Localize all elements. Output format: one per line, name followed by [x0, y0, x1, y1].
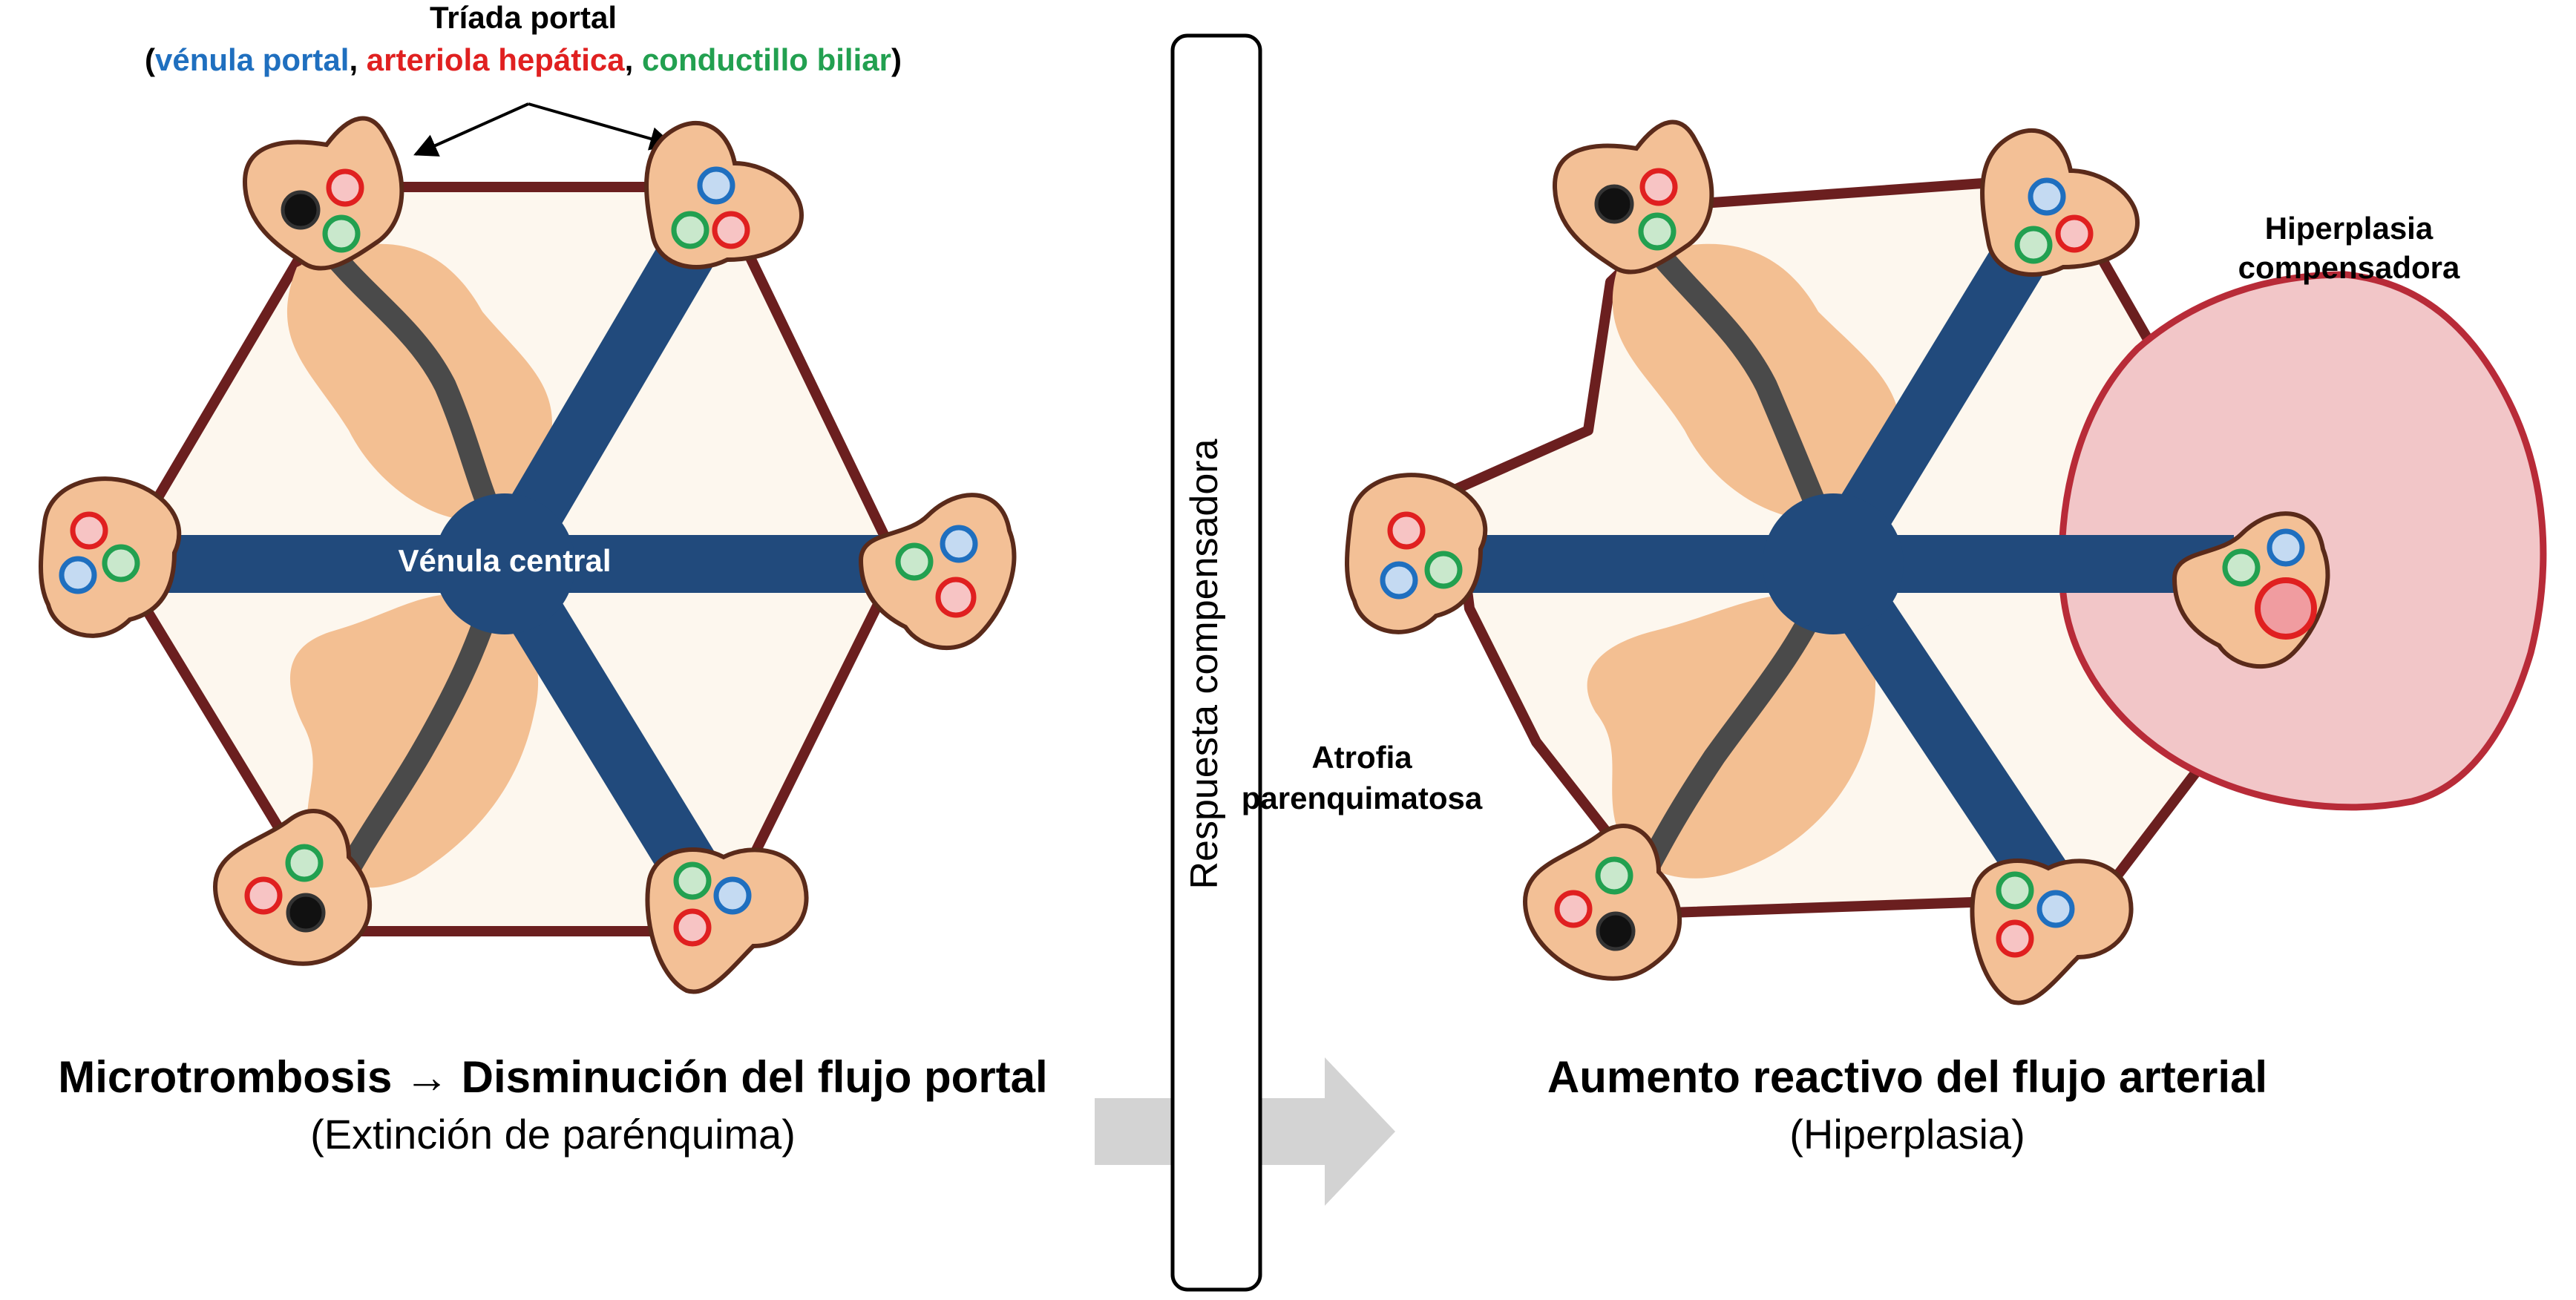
legend-comma-2: ,	[625, 42, 642, 77]
green-bile-duct-icon	[2222, 548, 2261, 587]
left-triad-left	[39, 476, 182, 638]
right-triad-top-right	[1980, 128, 2140, 277]
left-bile-duct-upper	[308, 226, 505, 531]
red-arteriole-icon	[244, 876, 283, 915]
blue-portal-venule-icon	[2028, 177, 2066, 216]
red-arteriole-icon	[1387, 511, 1426, 550]
left-triad-right	[858, 493, 1017, 651]
blue-portal-venule-icon	[697, 166, 735, 205]
green-bile-duct-icon	[1595, 856, 1633, 895]
left-triad-bottom-right	[645, 847, 809, 994]
red-arteriole-icon	[1996, 919, 2034, 958]
hyperplasia-label-line-2: compensadora	[2238, 250, 2460, 285]
legend-comma-1: ,	[349, 42, 366, 77]
left-parenchyma-halo-upper	[286, 243, 552, 519]
hyperplasia-label-line-1: Hiperplasia	[2265, 211, 2434, 246]
blue-portal-venule-icon	[59, 556, 97, 594]
right-triad-top-left	[1552, 119, 1714, 275]
red-arteriole-icon	[1639, 168, 1678, 206]
legend-conductillo-biliar: conductillo biliar	[642, 42, 891, 77]
red-arteriole-icon	[673, 908, 712, 947]
black-thrombosed-vein-icon	[1596, 911, 1636, 951]
right-triad-bottom-left	[1522, 824, 1682, 981]
left-caption-sub: (Extinción de parénquima)	[310, 1111, 796, 1158]
atrophy-label-line-1: Atrofia	[1311, 740, 1412, 775]
blue-portal-venule-icon	[940, 525, 978, 563]
pointer-arrow-right	[528, 102, 675, 151]
right-triad-bottom-right	[1970, 859, 2134, 1005]
green-bile-duct-icon	[1424, 551, 1463, 589]
atrophy-label-line-2: parenquimatosa	[1242, 781, 1483, 815]
right-lobule	[1345, 119, 2547, 1005]
green-bile-duct-icon	[673, 861, 712, 900]
black-thrombosed-vein-icon	[281, 190, 321, 230]
left-central-vein-label: Vénula central	[398, 543, 611, 578]
compensatory-response-label: Respuesta compensadora	[1183, 439, 1226, 889]
right-triad-hyperplastic	[2172, 511, 2330, 669]
right-triad-left	[1345, 473, 1488, 634]
black-thrombosed-vein-icon	[286, 893, 326, 933]
header-title: Tríada portal	[430, 0, 617, 35]
pointer-arrow-left	[413, 102, 529, 157]
legend-open-paren: (	[145, 42, 155, 77]
blue-portal-venule-icon	[1380, 561, 1418, 600]
red-arteriole-icon	[2055, 214, 2094, 253]
left-triad-top-left	[242, 116, 404, 271]
left-lobule: Vénula central	[39, 116, 1017, 994]
right-central-vein	[1763, 493, 1904, 634]
green-bile-duct-icon	[285, 844, 324, 882]
left-triad-bottom-left	[212, 809, 373, 966]
enlarged-red-arteriole-icon	[2255, 577, 2317, 640]
green-bile-duct-icon	[322, 214, 361, 253]
legend-arteriola-hepatica: arteriola hepática	[367, 42, 625, 77]
red-arteriole-icon	[1554, 890, 1593, 928]
right-caption-main: Aumento reactivo del flujo arterial	[1547, 1052, 2267, 1102]
green-bile-duct-icon	[102, 544, 140, 582]
left-caption-main: Microtrombosis → Disminución del flujo p…	[58, 1052, 1047, 1102]
red-arteriole-icon	[712, 211, 750, 249]
right-bile-duct-upper	[1629, 219, 1833, 531]
blue-portal-venule-icon	[2036, 890, 2075, 928]
green-bile-duct-icon	[2014, 226, 2053, 264]
green-bile-duct-icon	[895, 542, 934, 581]
red-arteriole-icon	[326, 168, 364, 207]
header-legend: (vénula portal, arteriola hepática, cond…	[145, 42, 902, 77]
green-bile-duct-icon	[1996, 871, 2034, 910]
left-central-vein	[434, 493, 575, 634]
black-thrombosed-vein-icon	[1594, 184, 1634, 224]
red-arteriole-icon	[70, 511, 108, 550]
green-bile-duct-icon	[1638, 212, 1677, 251]
red-arteriole-icon	[935, 577, 977, 618]
blue-portal-venule-icon	[713, 876, 752, 915]
compensatory-response-box	[1170, 33, 1262, 1292]
right-caption-sub: (Hiperplasia)	[1789, 1111, 2025, 1158]
left-triad-top-right	[644, 120, 804, 269]
legend-venula-portal: vénula portal	[155, 42, 349, 77]
blue-portal-venule-icon	[2267, 528, 2305, 567]
right-bile-duct-lower	[1622, 582, 1833, 909]
green-bile-duct-icon	[671, 211, 709, 249]
left-bile-duct-lower	[323, 582, 505, 909]
legend-close-paren: )	[891, 42, 902, 77]
